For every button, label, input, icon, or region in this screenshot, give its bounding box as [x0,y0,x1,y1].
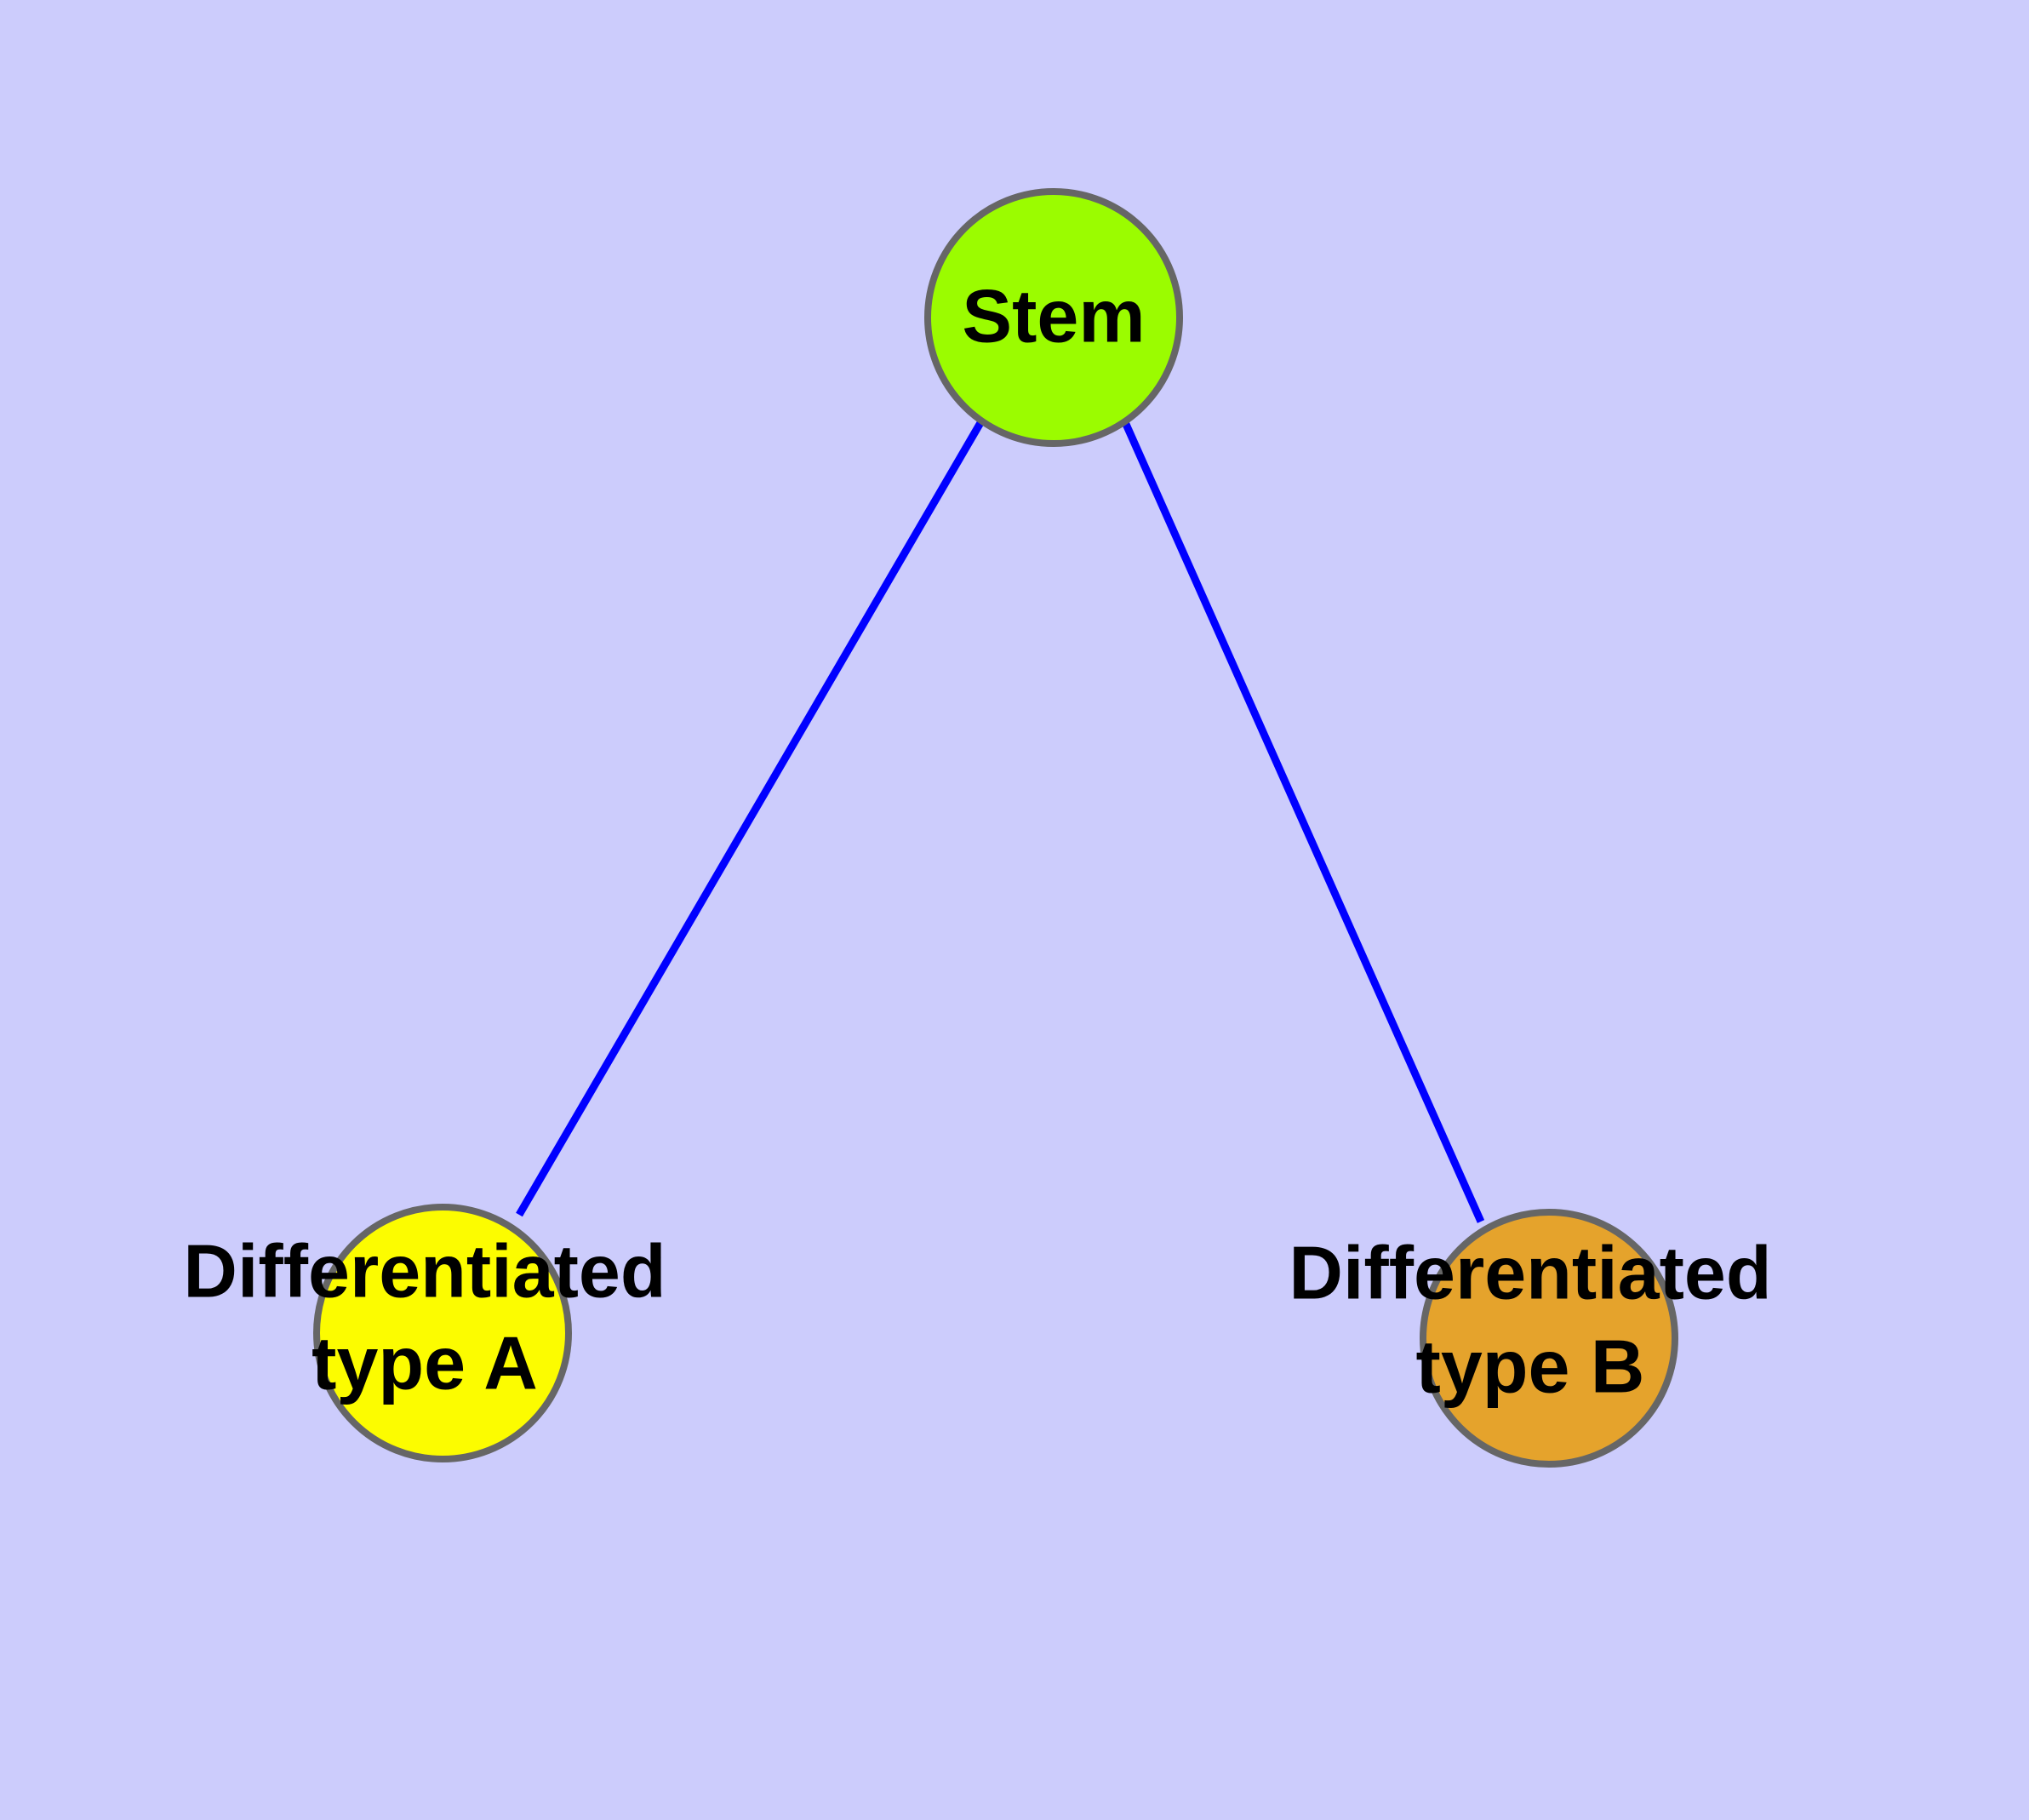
node-diff-b-circle[interactable] [1420,1209,1678,1468]
node-stem-circle[interactable] [924,188,1183,447]
edge-layer [516,419,1485,1223]
node-diff-a-label-line-2: type A [311,1320,538,1405]
node-diff-a-circle[interactable] [313,1204,572,1462]
node-diff-b-label-line-2: type B [1416,1324,1645,1408]
edge-stem-to-diff-b[interactable] [1121,421,1485,1223]
node-stem[interactable]: Stem [924,188,1183,447]
node-stem-label: Stem [962,273,1145,358]
node-diff-b[interactable]: Differentiated type B [1289,1209,1772,1468]
node-layer: Stem Differentiated type A Differentiate… [183,188,1772,1468]
edge-stem-to-diff-a[interactable] [516,419,985,1217]
node-diff-a-label-line-1: Differentiated [183,1228,666,1313]
node-diff-a[interactable]: Differentiated type A [183,1204,666,1462]
node-diff-b-label-line-1: Differentiated [1289,1230,1771,1314]
